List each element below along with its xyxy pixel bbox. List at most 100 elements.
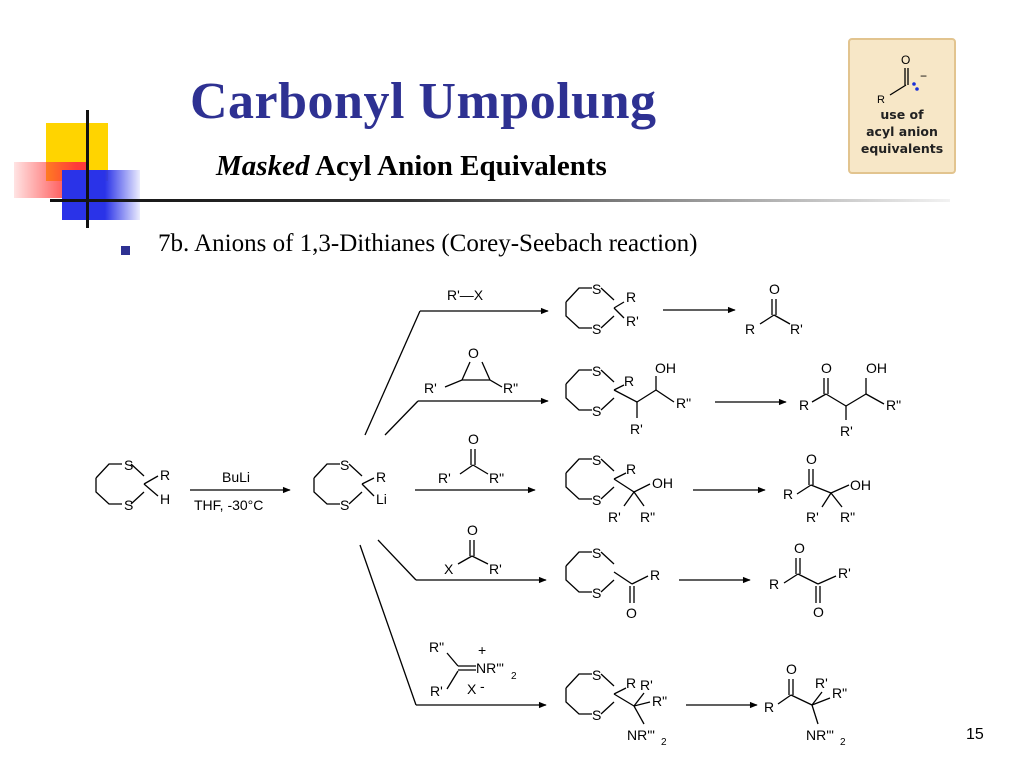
rgroup-r1: R' bbox=[838, 565, 851, 581]
atom-o: O bbox=[468, 431, 479, 447]
atom-r: R bbox=[764, 699, 774, 715]
iminium-subscript: 2 bbox=[511, 671, 517, 682]
title-underline bbox=[50, 199, 950, 202]
reagent-epoxide: O R' R" bbox=[424, 345, 518, 396]
intermediate-acylated: S S R O bbox=[565, 545, 660, 621]
iminium-plus: + bbox=[478, 642, 486, 658]
amine-n: NR'" bbox=[806, 727, 834, 743]
acyl-r: R' bbox=[489, 561, 502, 577]
intermediate-tertiary-alcohol: S S R OH R' R" bbox=[565, 452, 673, 525]
atom-r: R bbox=[626, 461, 636, 477]
badge-line: use of bbox=[880, 107, 924, 122]
intermediate-hydroxyalkyl: S S R OH R" R' bbox=[565, 360, 691, 437]
atom-r: R bbox=[626, 675, 636, 691]
badge-electron-dot bbox=[912, 82, 916, 86]
product-beta-hydroxy-ketone: O R OH R" R' bbox=[799, 360, 901, 439]
reagent-ketone: O R' R" bbox=[438, 431, 504, 486]
condition-solvent: THF, -30°C bbox=[194, 497, 263, 513]
rgroup-r2: R" bbox=[652, 693, 667, 709]
iminium-r1: R" bbox=[429, 639, 444, 655]
atom-r: R bbox=[745, 321, 755, 337]
product-diketone: O R R' O bbox=[769, 540, 851, 620]
atom-li: Li bbox=[376, 491, 387, 507]
atom-s: S bbox=[124, 497, 133, 513]
badge-line: equivalents bbox=[860, 141, 944, 156]
reagent-acyl-halide: O X R' bbox=[444, 522, 502, 577]
atom-o: O bbox=[813, 604, 824, 620]
rgroup-r1: R' bbox=[640, 677, 653, 693]
branch-arrows bbox=[359, 307, 549, 709]
atom-r: R bbox=[650, 567, 660, 583]
product-alpha-amino-ketone: O R R' R" NR'" 2 bbox=[764, 661, 847, 748]
atom-r: R bbox=[783, 486, 793, 502]
rgroup-r1: R' bbox=[840, 423, 853, 439]
atom-s: S bbox=[124, 457, 133, 473]
atom-r: R bbox=[624, 373, 634, 389]
atom-o: O bbox=[786, 661, 797, 677]
atom-oh: OH bbox=[652, 475, 673, 491]
badge-line: acyl anion bbox=[866, 124, 938, 139]
atom-s: S bbox=[592, 667, 601, 683]
amine-subscript: 2 bbox=[840, 737, 846, 748]
slide-title: Carbonyl Umpolung bbox=[190, 73, 657, 130]
amine-n: NR'" bbox=[627, 727, 655, 743]
reagent-alkyl-halide: R'—X bbox=[447, 287, 484, 303]
rgroup-r2: R" bbox=[840, 509, 855, 525]
page-number: 15 bbox=[966, 726, 984, 743]
decor-blue-square bbox=[62, 170, 140, 220]
atom-h: H bbox=[160, 491, 170, 507]
badge-caption: use of acyl anion equivalents bbox=[850, 106, 954, 157]
reagent-iminium: R" R' + NR'" 2 X - bbox=[429, 639, 517, 699]
slide-subtitle: Masked Acyl Anion Equivalents bbox=[216, 150, 607, 183]
acyl-x: X bbox=[444, 561, 454, 577]
iminium-counterion: X bbox=[467, 681, 477, 697]
acyl-anion-icon: O R − bbox=[877, 53, 927, 106]
atom-r: R bbox=[769, 576, 779, 592]
atom-o: O bbox=[626, 605, 637, 621]
atom-s: S bbox=[592, 585, 601, 601]
badge-oxygen: O bbox=[901, 53, 910, 67]
lithiated-dithiane: S S R Li bbox=[313, 457, 387, 513]
atom-r: R bbox=[376, 469, 386, 485]
starting-dithiane: S S R H bbox=[95, 457, 170, 513]
rgroup-r2: R" bbox=[886, 397, 901, 413]
condition-base: BuLi bbox=[222, 469, 250, 485]
atom-o: O bbox=[821, 360, 832, 376]
product-ketone: O R R' bbox=[745, 281, 803, 337]
ketone-r2: R" bbox=[489, 470, 504, 486]
atom-oh: OH bbox=[866, 360, 887, 376]
rgroup-r1: R' bbox=[608, 509, 621, 525]
bullet-marker bbox=[121, 246, 130, 255]
rgroup-r2: R" bbox=[676, 395, 691, 411]
iminium-n: NR'" bbox=[476, 660, 504, 676]
amine-subscript: 2 bbox=[661, 737, 667, 748]
subtitle-emphasis: Masked bbox=[216, 150, 310, 182]
epoxide-r2: R" bbox=[503, 380, 518, 396]
atom-s: S bbox=[592, 545, 601, 561]
badge-charge: − bbox=[920, 69, 927, 83]
intermediate-alkylated: S S R R' bbox=[565, 281, 639, 337]
atom-oh: OH bbox=[850, 477, 871, 493]
iminium-r2: R' bbox=[430, 683, 443, 699]
atom-r: R bbox=[799, 397, 809, 413]
atom-o: O bbox=[806, 451, 817, 467]
atom-s: S bbox=[340, 497, 349, 513]
badge-electron-dot bbox=[915, 87, 919, 91]
epoxide-r1: R' bbox=[424, 380, 437, 396]
rgroup-r1: R' bbox=[815, 675, 828, 691]
rgroup-r2: R" bbox=[640, 509, 655, 525]
rgroup-r1: R' bbox=[790, 321, 803, 337]
acyl-anion-badge: O R − use of acyl anion equivalents bbox=[848, 38, 956, 174]
atom-s: S bbox=[592, 492, 601, 508]
intermediate-aminoalkyl: S S R R' R" NR'" 2 bbox=[565, 667, 667, 748]
atom-s: S bbox=[592, 281, 601, 297]
atom-o: O bbox=[794, 540, 805, 556]
ketone-r1: R' bbox=[438, 470, 451, 486]
atom-s: S bbox=[592, 363, 601, 379]
rgroup-r1: R' bbox=[626, 313, 639, 329]
atom-s: S bbox=[592, 403, 601, 419]
product-alpha-hydroxy-ketone: O R OH R' R" bbox=[783, 451, 871, 525]
atom-r: R bbox=[626, 289, 636, 305]
atom-oh: OH bbox=[655, 360, 676, 376]
